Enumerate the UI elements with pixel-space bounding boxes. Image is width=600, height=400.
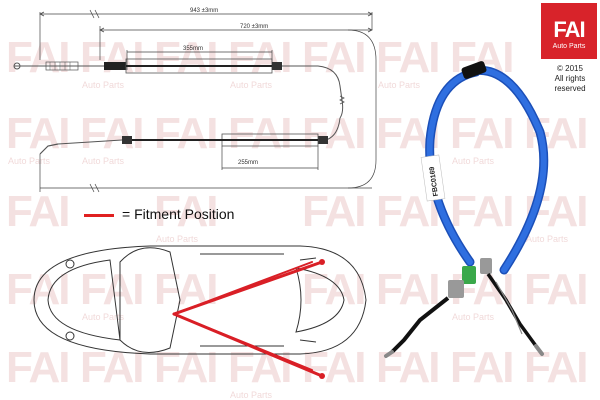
watermark-sub: Auto Parts bbox=[230, 390, 273, 400]
watermark-text: FAI bbox=[524, 343, 588, 392]
fitment-positions-secondary bbox=[173, 261, 313, 371]
dimension-overall-lower bbox=[39, 29, 377, 193]
dimension-overall bbox=[39, 9, 373, 60]
dimension-inner-label: 720 ±3mm bbox=[240, 24, 268, 30]
watermark-text: FAI bbox=[80, 33, 144, 82]
car-diagram bbox=[33, 245, 367, 355]
watermark-sub: Auto Parts bbox=[378, 80, 421, 90]
brand-logo: FAI Auto Parts bbox=[541, 3, 597, 59]
watermark-sub: Auto Parts bbox=[526, 234, 569, 244]
watermark-sub: Auto Parts bbox=[230, 80, 273, 90]
watermark-sub: Auto Parts bbox=[452, 312, 495, 322]
watermark-text: FAI bbox=[154, 33, 218, 82]
watermark-text: FAI bbox=[302, 187, 366, 236]
dimension-overall-label: 943 ±3mm bbox=[190, 8, 218, 14]
brand-sub: Auto Parts bbox=[552, 43, 586, 50]
watermark-sub: Auto Parts bbox=[156, 234, 199, 244]
watermark-sub: Auto Parts bbox=[82, 156, 125, 166]
part-number-label: FBC0169 bbox=[429, 166, 440, 197]
watermark-sub: Auto Parts bbox=[452, 156, 495, 166]
fitment-markers bbox=[319, 259, 325, 379]
watermark-text: FAI bbox=[6, 187, 70, 236]
watermark-text: FAI bbox=[376, 265, 440, 314]
watermark-text: FAI bbox=[450, 109, 514, 158]
dimension-sleeve-bottom bbox=[221, 146, 319, 170]
dimension-sleeve-top-label: 355mm bbox=[183, 46, 203, 52]
watermark-text: FAI bbox=[154, 265, 218, 314]
watermark-text: FAI bbox=[6, 343, 70, 392]
watermark-text: FAI bbox=[228, 109, 292, 158]
watermark-text: FAI bbox=[154, 187, 218, 236]
fitment-legend-label: = Fitment Position bbox=[122, 206, 235, 222]
watermark-text: FAI bbox=[524, 265, 588, 314]
brand-name: FAI bbox=[553, 17, 585, 42]
cable-photo bbox=[384, 61, 549, 358]
watermark-text: FAI bbox=[154, 343, 218, 392]
fitment-legend-swatch bbox=[84, 214, 114, 217]
watermark-text: FAI bbox=[450, 187, 514, 236]
watermark-text: FAI bbox=[6, 33, 70, 82]
cable-drawing-lower bbox=[39, 117, 341, 155]
watermark-sub: Auto Parts bbox=[8, 156, 51, 166]
watermark-text: FAI bbox=[154, 109, 218, 158]
watermark-sub: Auto Parts bbox=[82, 80, 125, 90]
watermark-sub: Auto Parts bbox=[82, 312, 125, 322]
watermark-text: FAI bbox=[376, 33, 440, 82]
watermark-text: FAI bbox=[80, 109, 144, 158]
copyright-year: © 2015 bbox=[557, 64, 583, 73]
watermark-text: FAI bbox=[228, 343, 292, 392]
dimension-inner bbox=[99, 26, 373, 60]
watermark-text: FAI bbox=[450, 343, 514, 392]
watermark-text: FAI bbox=[302, 265, 366, 314]
watermark-text: FAI bbox=[376, 343, 440, 392]
dimension-sleeve-bottom-label: 255mm bbox=[238, 160, 258, 166]
copyright-rights: All rights reserved bbox=[554, 74, 586, 93]
cable-drawing-upper bbox=[13, 58, 345, 119]
watermark-text: FAI bbox=[228, 33, 292, 82]
fitment-positions bbox=[172, 260, 324, 378]
watermark-text: FAI bbox=[6, 109, 70, 158]
copyright-block: © 2015 All rights reserved bbox=[540, 64, 600, 94]
watermark-text: FAI bbox=[6, 265, 70, 314]
